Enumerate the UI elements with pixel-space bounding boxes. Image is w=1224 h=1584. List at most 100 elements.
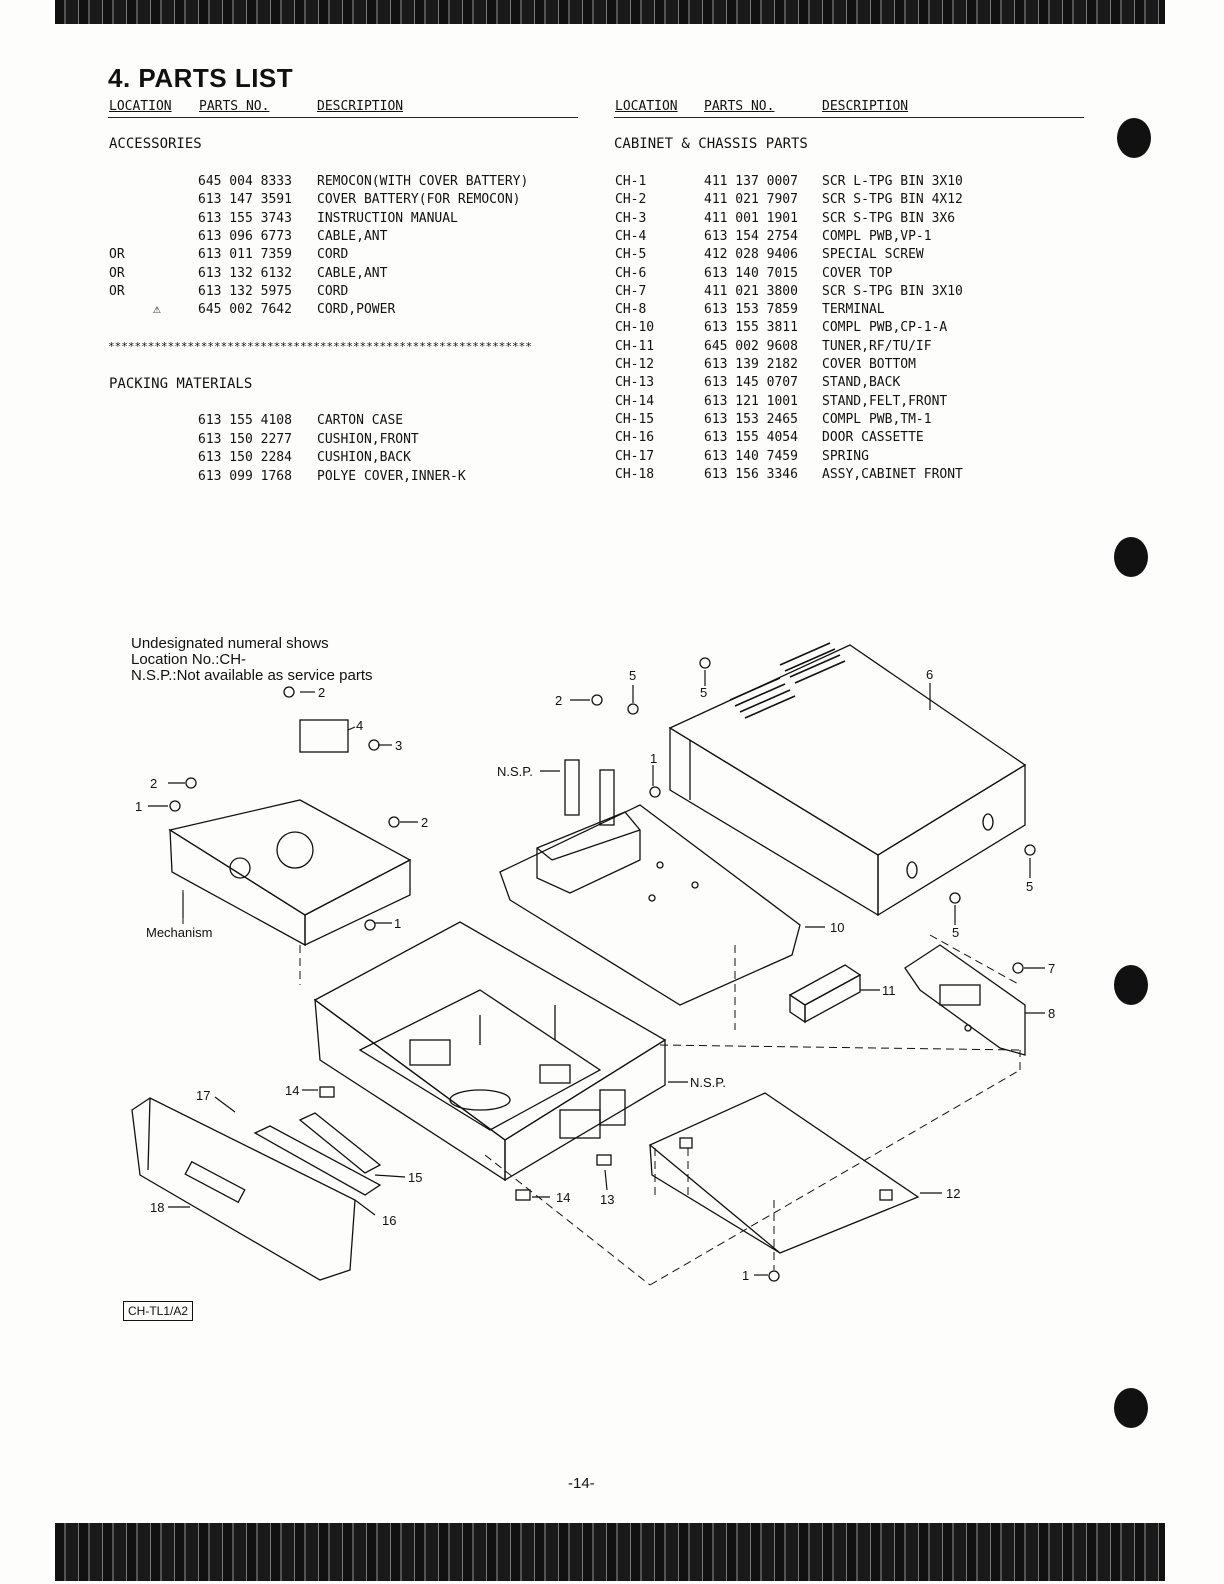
callout-18: 18 xyxy=(150,1200,164,1215)
callout-1: 1 xyxy=(135,799,142,814)
screw-drawings xyxy=(169,657,1036,1282)
parts-number-cell: 613 153 7859 xyxy=(704,302,798,318)
callout-6: 6 xyxy=(926,667,933,682)
callout-1: 1 xyxy=(394,916,401,931)
description-cell: COMPL PWB,TM-1 xyxy=(822,411,932,427)
location-cell: CH-16 xyxy=(615,430,655,446)
callout-2: 2 xyxy=(421,815,428,830)
parts-number-cell: 411 021 3800 xyxy=(704,283,798,299)
description-cell: SCR S-TPG BIN 3X6 xyxy=(822,210,956,226)
callout-2: 2 xyxy=(318,685,325,700)
parts-number-cell: 613 153 2465 xyxy=(704,411,798,427)
table-row: CH-2 411 021 7907 SCR S-TPG BIN 4X12 xyxy=(0,192,1224,210)
header-parts-no-right: PARTS NO. xyxy=(704,99,775,114)
callout-14: 14 xyxy=(285,1083,299,1098)
callout-13: 13 xyxy=(600,1192,614,1207)
location-cell: CH-8 xyxy=(615,302,647,318)
header-parts-no-left: PARTS NO. xyxy=(199,99,270,114)
section-heading-accessories: ACCESSORIES xyxy=(109,136,202,152)
location-cell: CH-18 xyxy=(615,466,655,482)
parts-number-cell: 613 140 7015 xyxy=(704,265,798,281)
table-row: ⚠ 645 002 7642 CORD,POWER xyxy=(0,302,1224,320)
description-cell: SCR S-TPG BIN 4X12 xyxy=(822,192,963,208)
description-cell: CORD xyxy=(317,283,349,299)
parts-number-cell: 412 028 9406 xyxy=(704,247,798,263)
description-cell: CABLE,ANT xyxy=(317,265,388,281)
description-cell: REMOCON(WITH COVER BATTERY) xyxy=(317,174,529,189)
parts-number-cell: 613 139 2182 xyxy=(704,357,798,372)
header-location-left: LOCATION xyxy=(109,99,172,114)
warning-icon: ⚠ xyxy=(153,302,161,318)
parts-number-cell: 613 011 7359 xyxy=(198,247,292,263)
callout-1: 1 xyxy=(650,751,657,766)
binder-hole xyxy=(1117,118,1151,158)
scan-edge-bottom xyxy=(55,1523,1165,1581)
parts-number-cell: 613 155 4108 xyxy=(198,413,292,428)
parts-number-cell: 613 099 1768 xyxy=(198,468,292,484)
description-cell: CORD,POWER xyxy=(317,302,396,318)
note-line: N.S.P.:Not available as service parts xyxy=(131,667,373,684)
chassis-frame-drawing xyxy=(313,921,667,1182)
parts-number-cell: 645 002 7642 xyxy=(198,302,292,318)
location-cell: CH-6 xyxy=(615,265,647,281)
description-cell: SCR L-TPG BIN 3X10 xyxy=(822,174,963,189)
description-cell: COVER BATTERY(FOR REMOCON) xyxy=(317,192,521,208)
callout-2: 2 xyxy=(555,693,562,708)
description-cell: DOOR CASSETTE xyxy=(822,430,924,446)
description-cell: ASSY,CABINET FRONT xyxy=(822,466,963,482)
description-cell: STAND,FELT,FRONT xyxy=(822,393,948,409)
location-cell: CH-4 xyxy=(615,228,647,244)
parts-number-cell: 613 150 2284 xyxy=(198,450,292,465)
binder-hole xyxy=(1114,965,1148,1005)
header-description-right: DESCRIPTION xyxy=(822,99,909,114)
callout-10: 10 xyxy=(830,920,844,935)
table-row: 613 155 4108 CARTON CASE xyxy=(0,413,1224,431)
location-cell: CH-12 xyxy=(615,357,655,372)
description-cell: CARTON CASE xyxy=(317,413,404,428)
description-cell: TUNER,RF/TU/IF xyxy=(822,338,932,354)
callout-5: 5 xyxy=(1026,879,1033,894)
callout-nsp: N.S.P. xyxy=(497,764,533,779)
location-cell: CH-2 xyxy=(615,192,647,208)
location-cell: OR xyxy=(109,283,125,299)
callout-17: 17 xyxy=(196,1088,210,1103)
parts-number-cell: 613 154 2754 xyxy=(704,228,798,244)
description-cell: COMPL PWB,CP-1-A xyxy=(822,320,948,336)
top-cover-drawing xyxy=(668,642,1027,917)
callout-2: 2 xyxy=(150,776,157,791)
front-cabinet-drawing xyxy=(131,1086,612,1281)
parts-number-cell: 613 132 6132 xyxy=(198,265,292,281)
location-cell: CH-11 xyxy=(615,338,655,354)
callout-arrows xyxy=(148,670,1045,1276)
callout-14: 14 xyxy=(556,1190,570,1205)
location-cell: CH-1 xyxy=(615,174,647,189)
location-cell: CH-15 xyxy=(615,411,655,427)
terminal-drawing xyxy=(904,944,1026,1056)
page-number: -14- xyxy=(568,1475,595,1492)
tuner-drawing xyxy=(788,964,862,1024)
note-line: Location No.:CH- xyxy=(131,651,247,668)
description-cell: CUSHION,FRONT xyxy=(317,431,419,447)
parts-number-cell: 411 021 7907 xyxy=(704,192,798,208)
location-cell: CH-17 xyxy=(615,448,655,464)
description-cell: COVER TOP xyxy=(822,265,893,281)
callout-7: 7 xyxy=(1048,961,1055,976)
location-cell: CH-3 xyxy=(615,210,647,226)
callout-nsp: N.S.P. xyxy=(690,1075,726,1090)
